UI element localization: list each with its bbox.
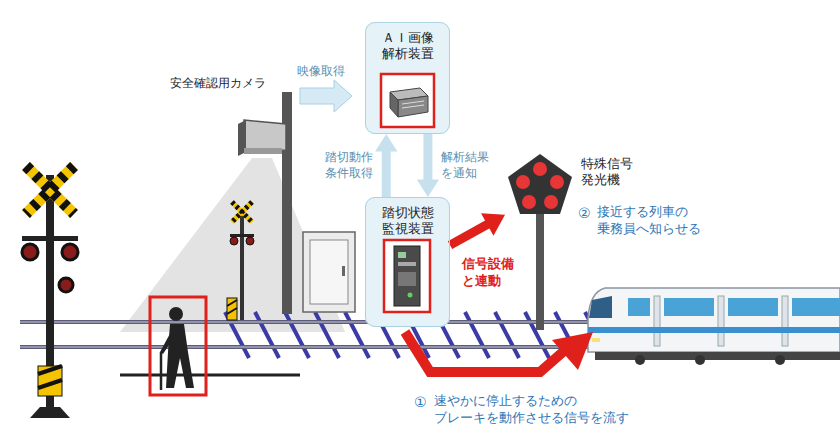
edge-label: 信号設備 と連動 <box>462 256 522 290</box>
connector-arrow <box>375 134 397 197</box>
callout-number: ② <box>578 204 591 222</box>
camera-label: 安全確認用カメラ <box>170 76 272 92</box>
node-text: 特殊信号 発光機 <box>581 156 641 189</box>
monitor-box: 踏切状態 監視装置 <box>365 197 450 327</box>
connector-arrow <box>450 213 505 245</box>
note-text: 接近する列車の 乗務員へ知らせる <box>597 204 702 238</box>
analyzer-box: ＡＩ画像 解析装置 <box>365 22 450 134</box>
note-text: 速やかに停止するための ブレーキを動作させる信号を流す <box>434 393 633 427</box>
node-text: 踏切状態 監視装置 <box>366 205 449 238</box>
node-text: ＡＩ画像 解析装置 <box>366 30 449 63</box>
edge-label: 踏切動作 条件取得 <box>306 150 373 181</box>
callout-number: ① <box>414 393 427 411</box>
flow-label: 映像取得 <box>297 64 351 80</box>
connector-arrow <box>417 134 439 197</box>
edge-label: 解析結果 を通知 <box>441 150 496 181</box>
